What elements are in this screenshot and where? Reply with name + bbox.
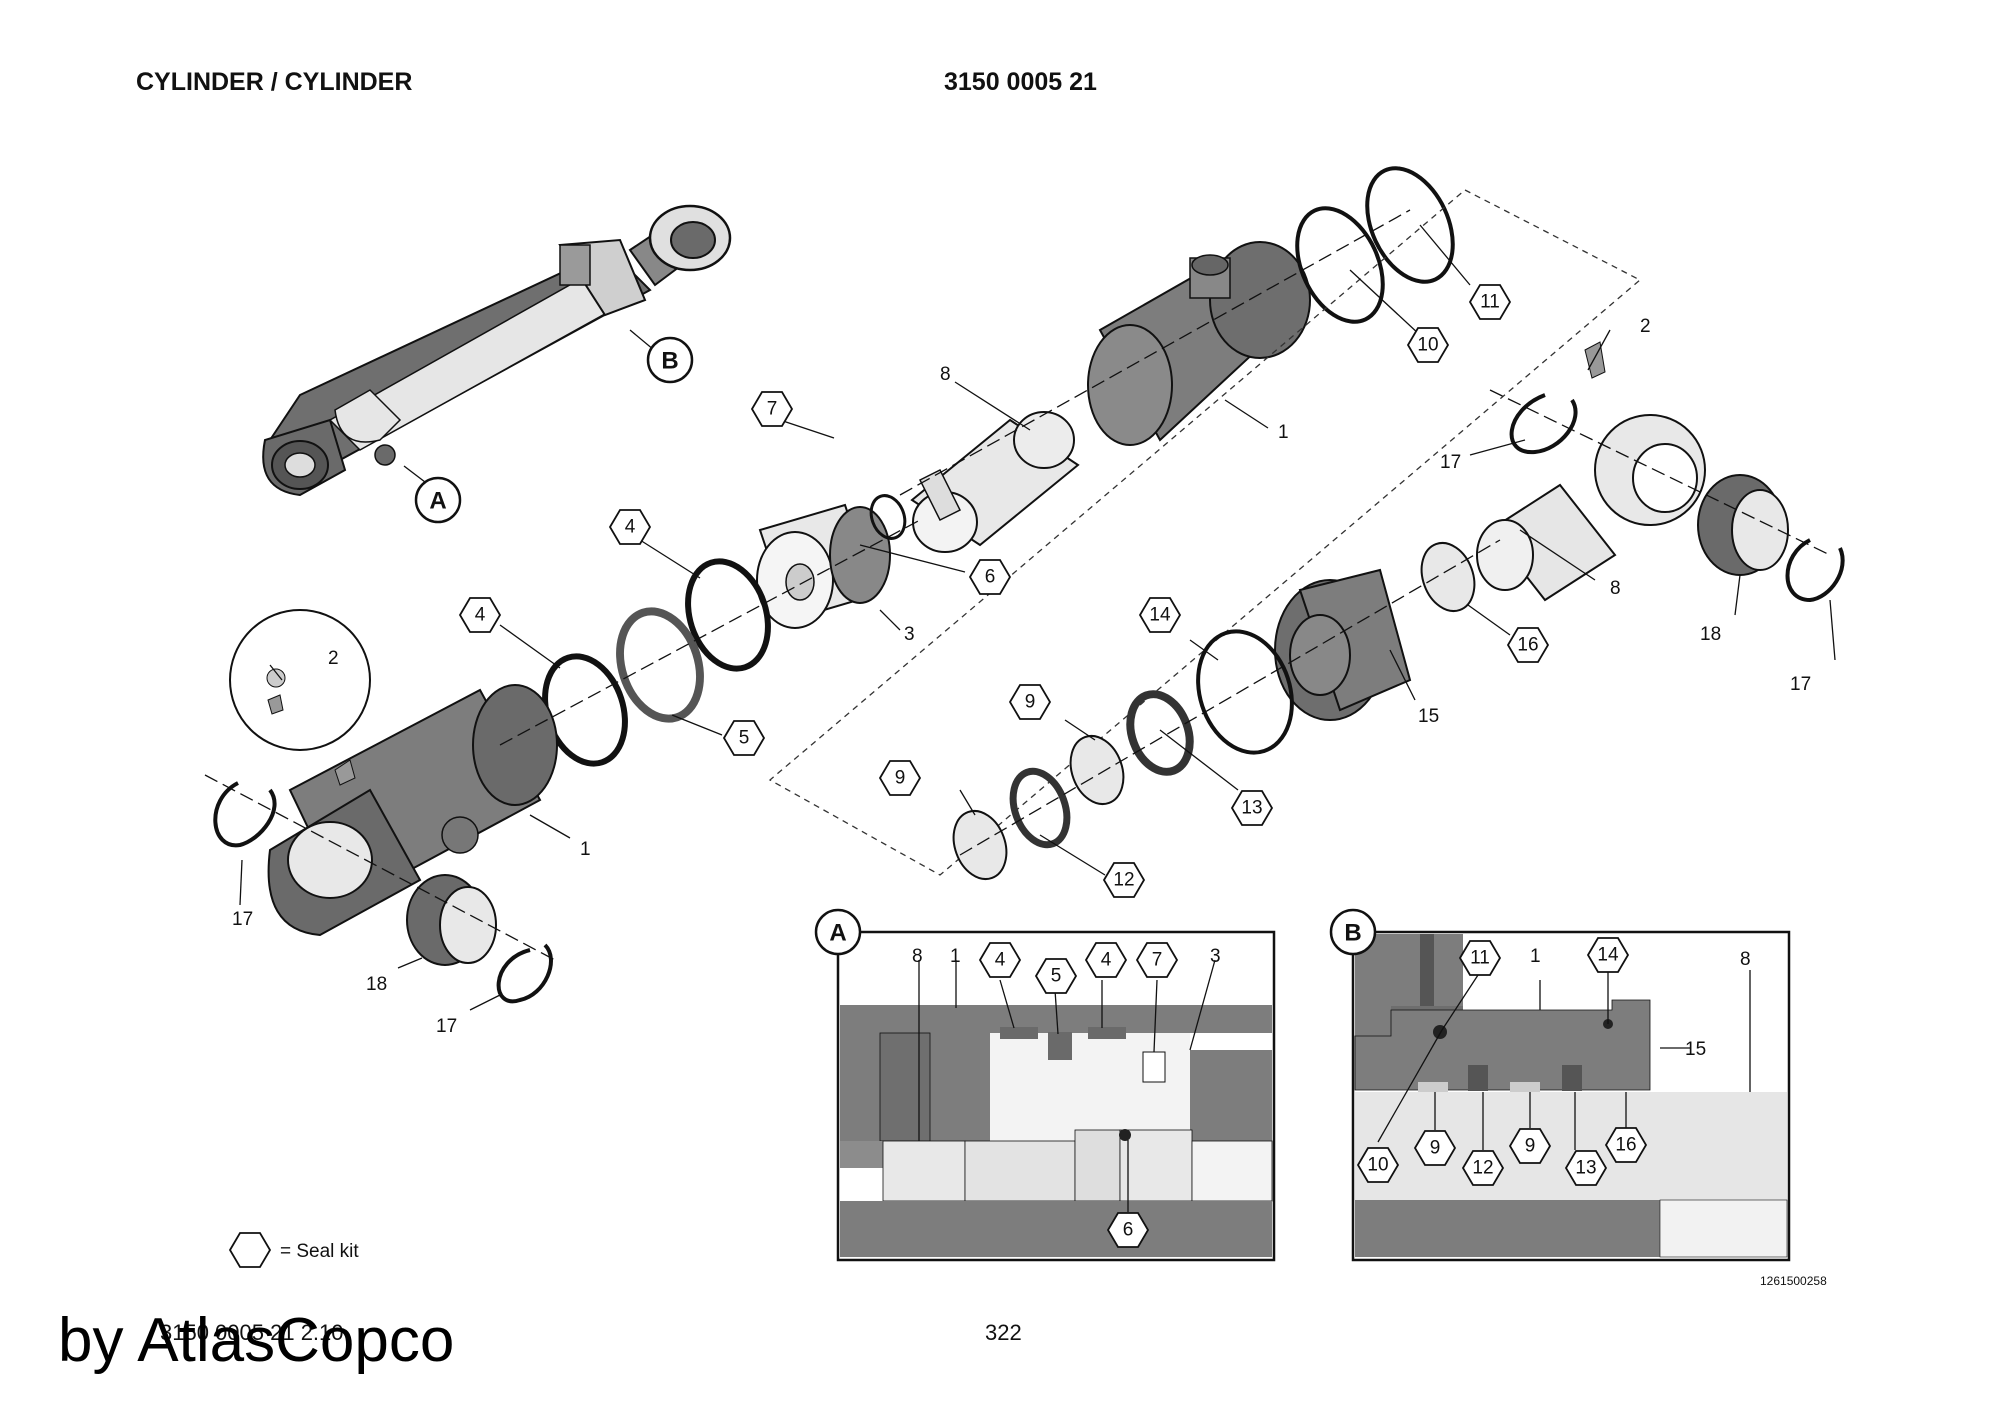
callout-17-bottom: 17 xyxy=(436,1016,457,1037)
detail-b-hex-9b: 9 xyxy=(1525,1136,1536,1157)
grease-nipple-bubble xyxy=(229,609,371,751)
detail-b-hex-16: 16 xyxy=(1615,1135,1636,1156)
o-ring-14 xyxy=(1196,629,1294,755)
detail-b-hex-14: 14 xyxy=(1597,945,1619,966)
hex-9-top: 9 xyxy=(1025,692,1036,713)
hex-6: 6 xyxy=(985,567,996,588)
circlip-17-right-top xyxy=(1509,393,1578,455)
o-ring-11 xyxy=(1365,166,1455,284)
detail-b-hex-13: 13 xyxy=(1575,1158,1596,1179)
cylinder-barrel-top xyxy=(1087,241,1311,446)
detail-b-hex-11: 11 xyxy=(1470,948,1490,969)
diagram-title: CYLINDER / CYLINDER xyxy=(136,68,413,96)
explode-guide xyxy=(768,189,1642,876)
grease-nipple-2 xyxy=(1584,341,1606,379)
callout-2-bubble: 2 xyxy=(328,648,339,669)
hex-9-bottom: 9 xyxy=(895,768,906,789)
detail-b-label: B xyxy=(1344,920,1361,947)
detail-a-label: A xyxy=(829,920,846,947)
detail-b-callout-8: 8 xyxy=(1740,949,1751,970)
assembled-cylinder xyxy=(262,204,732,497)
detail-a-hex-7: 7 xyxy=(1152,950,1163,971)
callout-17-left: 17 xyxy=(232,909,253,930)
callout-1-top: 1 xyxy=(1278,422,1289,443)
circlip-17-right xyxy=(1785,538,1845,603)
hex-4-top: 4 xyxy=(625,517,636,538)
detail-a-hex-4a: 4 xyxy=(995,950,1006,971)
detail-a-callout-8: 8 xyxy=(912,946,923,967)
legend-seal-kit: = Seal kit xyxy=(280,1241,359,1262)
callout-3: 3 xyxy=(904,624,915,645)
hex-12: 12 xyxy=(1113,870,1134,891)
circlip-17-left xyxy=(213,781,277,848)
hex-13: 13 xyxy=(1241,798,1262,819)
footer-page-number: 322 xyxy=(985,1320,1022,1345)
hex-badges xyxy=(228,284,1550,1268)
detail-a-callout-3: 3 xyxy=(1210,946,1221,967)
callout-17-right: 17 xyxy=(1790,674,1811,695)
detail-b-hex-10: 10 xyxy=(1367,1155,1388,1176)
axis-line-right xyxy=(959,539,1501,856)
guide-ring-9a xyxy=(1069,735,1125,805)
detail-ref-a: A xyxy=(429,488,446,515)
axis-line-left xyxy=(204,774,556,961)
detail-b-hex-9a: 9 xyxy=(1430,1138,1441,1159)
detail-b-hex-12: 12 xyxy=(1472,1158,1493,1179)
watermark: by AtlasCopco xyxy=(58,1306,455,1375)
o-ring-10 xyxy=(1295,206,1385,324)
drawing-number: 1261500258 xyxy=(1760,1274,1827,1288)
cylinder-gland-15 xyxy=(1274,568,1412,721)
piston xyxy=(756,503,891,629)
callout-15: 15 xyxy=(1418,706,1439,727)
hex-11: 11 xyxy=(1480,292,1500,313)
hex-10: 10 xyxy=(1417,335,1438,356)
o-ring-6 xyxy=(869,494,907,540)
hex-4-bottom: 4 xyxy=(475,605,486,626)
axis-line-eye xyxy=(1489,389,1831,556)
rod-seal-13 xyxy=(1126,690,1194,776)
callout-1-bottom: 1 xyxy=(580,839,591,860)
rod-eye-8 xyxy=(1476,414,1706,602)
footer-doc-ref: 3150 0005 21 2.10 xyxy=(160,1320,344,1345)
hex-16: 16 xyxy=(1517,635,1538,656)
hex-5: 5 xyxy=(739,728,750,749)
detail-ref-b: B xyxy=(661,348,678,375)
detail-a-hex-4b: 4 xyxy=(1101,950,1112,971)
guide-ring-9b xyxy=(952,810,1008,880)
hex-14: 14 xyxy=(1149,605,1171,626)
hex-7: 7 xyxy=(767,399,778,420)
detail-b-callout-15: 15 xyxy=(1685,1039,1706,1060)
callout-2-right: 2 xyxy=(1640,316,1651,337)
detail-a-hex-5: 5 xyxy=(1051,966,1062,987)
callout-18-right: 18 xyxy=(1700,624,1721,645)
callout-8-right: 8 xyxy=(1610,578,1621,599)
wear-ring-4 xyxy=(685,558,771,672)
callout-8-top: 8 xyxy=(940,364,951,385)
cylinder-barrel-bottom xyxy=(267,684,558,937)
leader-lines xyxy=(239,224,1836,1011)
detail-a-hex-6: 6 xyxy=(1123,1220,1134,1241)
callout-17-right-top: 17 xyxy=(1440,452,1461,473)
bushing-18-right xyxy=(1697,474,1789,576)
circlip-17-bottom xyxy=(496,943,553,1004)
part-number: 3150 0005 21 xyxy=(944,68,1097,96)
piston-rod xyxy=(910,411,1080,553)
detail-b-section xyxy=(1351,930,1791,1262)
wiper-16 xyxy=(1420,542,1476,612)
axis-line-lower xyxy=(499,519,921,746)
callout-18-left: 18 xyxy=(366,974,387,995)
detail-a-callout-1: 1 xyxy=(950,946,961,967)
detail-b-callout-1: 1 xyxy=(1530,946,1541,967)
axis-line-upper xyxy=(899,209,1411,496)
